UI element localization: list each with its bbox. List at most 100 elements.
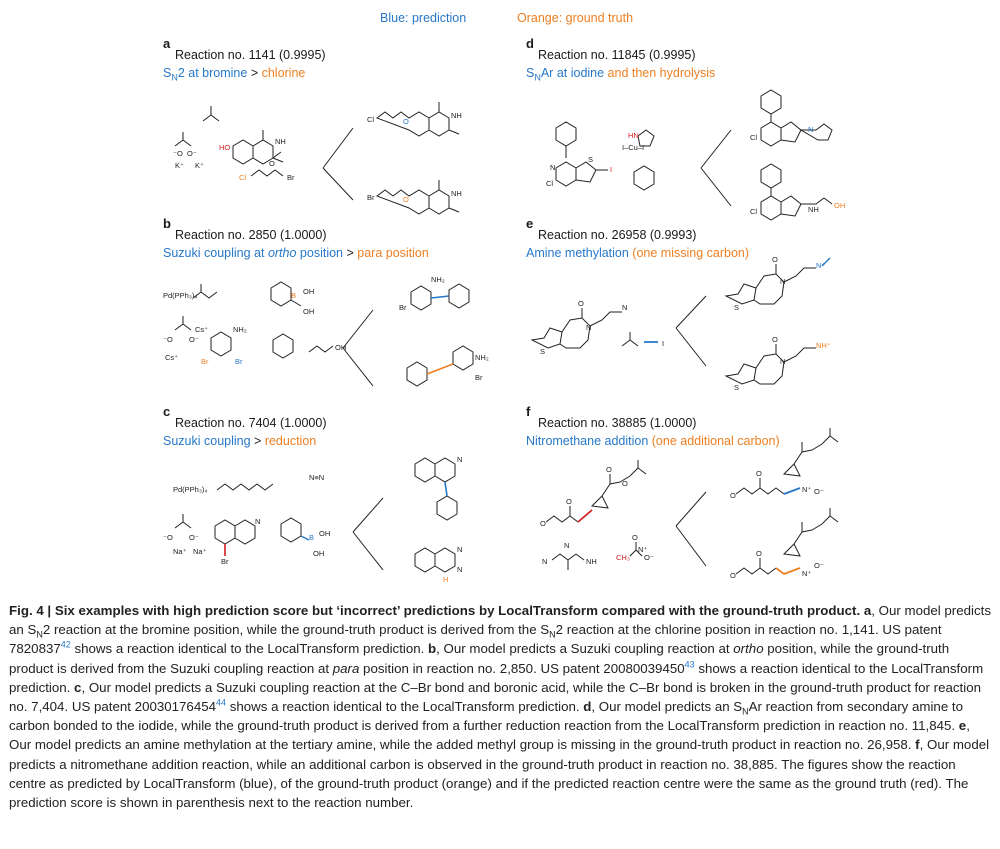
panel-b: b Reaction no. 2850 (1.0000) Suzuki coup… xyxy=(163,216,633,401)
svg-text:N⁺: N⁺ xyxy=(638,545,647,554)
svg-text:O: O xyxy=(772,255,778,264)
svg-text:HN: HN xyxy=(628,131,639,140)
svg-text:Cl: Cl xyxy=(750,207,757,216)
svg-text:Cs⁺: Cs⁺ xyxy=(165,353,178,362)
svg-text:O: O xyxy=(730,491,736,500)
svg-text:NH₂: NH₂ xyxy=(233,325,247,334)
panel-d: d Reaction no. 11845 (0.9995) SNAr at io… xyxy=(526,36,996,221)
panel-label: c xyxy=(163,404,171,419)
svg-text:S: S xyxy=(734,303,739,312)
svg-text:I–Cu–I: I–Cu–I xyxy=(622,143,644,152)
reaction-scheme: Pd(PPh₃)₄ N≡N ⁻O O⁻ Na⁺ Na⁺ N Br B OH OH… xyxy=(163,455,462,584)
panel-label: f xyxy=(526,404,531,419)
citation-ref[interactable]: 43 xyxy=(684,659,695,670)
svg-text:B: B xyxy=(291,291,296,300)
reaction-scheme: S O N N I S O N N⁺ S O N NH⁺ xyxy=(530,255,831,392)
panel-e: e Reaction no. 26958 (0.9993) Amine meth… xyxy=(526,216,996,401)
reaction-title: Reaction no. 11845 (0.9995) xyxy=(538,48,696,62)
svg-text:O⁻: O⁻ xyxy=(189,533,199,542)
svg-text:Pd(PPh₃)₄: Pd(PPh₃)₄ xyxy=(173,485,207,494)
svg-text:O⁻: O⁻ xyxy=(189,335,199,344)
svg-text:Na⁺: Na⁺ xyxy=(173,547,187,556)
svg-text:N⁺: N⁺ xyxy=(802,569,811,578)
svg-text:O: O xyxy=(403,195,409,204)
reaction-subtitle: SN2 at bromine > chlorine xyxy=(163,66,306,83)
citation-ref[interactable]: 42 xyxy=(60,639,71,650)
svg-text:Br: Br xyxy=(367,193,375,202)
reaction-title: Reaction no. 7404 (1.0000) xyxy=(175,416,327,430)
svg-text:Br: Br xyxy=(235,357,243,366)
svg-text:N: N xyxy=(808,125,813,134)
reaction-scheme: ⁻O O⁻ K⁺ K⁺ HO NH O Cl Br Cl O NH Br O N… xyxy=(173,102,462,215)
svg-text:O: O xyxy=(269,159,275,168)
svg-text:O: O xyxy=(772,335,778,344)
svg-text:O⁻: O⁻ xyxy=(814,487,824,496)
panel-label: e xyxy=(526,216,534,231)
panel-f: f Reaction no. 38885 (1.0000) Nitrometha… xyxy=(526,404,996,589)
svg-text:N: N xyxy=(780,277,785,286)
svg-text:NH: NH xyxy=(451,189,462,198)
svg-text:N: N xyxy=(550,163,555,172)
svg-text:O⁻: O⁻ xyxy=(814,561,824,570)
reaction-title: Reaction no. 38885 (1.0000) xyxy=(538,416,697,430)
svg-text:N: N xyxy=(586,323,591,332)
svg-text:Br: Br xyxy=(221,557,229,566)
svg-text:OH: OH xyxy=(303,307,314,316)
svg-text:Na⁺: Na⁺ xyxy=(193,547,207,556)
panel-label: d xyxy=(526,36,534,51)
citation-ref[interactable]: 44 xyxy=(216,697,227,708)
reaction-subtitle: Nitromethane addition (one additional ca… xyxy=(526,434,780,448)
svg-text:NH: NH xyxy=(275,137,286,146)
reaction-subtitle: Suzuki coupling > reduction xyxy=(163,434,317,448)
reaction-title: Reaction no. 2850 (1.0000) xyxy=(175,228,327,242)
svg-text:S: S xyxy=(588,155,593,164)
svg-text:O: O xyxy=(632,533,638,542)
reaction-title: Reaction no. 1141 (0.9995) xyxy=(175,48,326,62)
panel-label: b xyxy=(163,216,171,231)
panel-c: c Reaction no. 7404 (1.0000) Suzuki coup… xyxy=(163,404,633,589)
svg-text:O⁻: O⁻ xyxy=(187,149,197,158)
svg-text:OH: OH xyxy=(313,549,324,558)
svg-text:N: N xyxy=(457,565,462,574)
svg-text:N: N xyxy=(255,517,260,526)
reaction-scheme: Cl N S I I–Cu–I HN Cl N Cl OH NH xyxy=(546,89,845,221)
svg-text:NH: NH xyxy=(808,205,819,214)
svg-text:Cl: Cl xyxy=(750,133,757,142)
svg-text:O: O xyxy=(622,479,628,488)
svg-text:O: O xyxy=(540,519,546,528)
svg-text:Pd(PPh₃)₄: Pd(PPh₃)₄ xyxy=(163,291,197,300)
caption-title: Fig. 4 | Six examples with high predicti… xyxy=(9,603,861,618)
svg-text:O: O xyxy=(578,299,584,308)
svg-text:OH: OH xyxy=(319,529,330,538)
reaction-scheme: Pd(PPh₃)₄ ⁻O O⁻ Cs⁺ Cs⁺ NH₂ Br Br B OH O… xyxy=(163,275,489,387)
svg-text:Cl: Cl xyxy=(546,179,553,188)
svg-text:CH₃: CH₃ xyxy=(616,553,630,562)
svg-text:N⁺: N⁺ xyxy=(802,485,811,494)
legend-prediction: Blue: prediction xyxy=(380,11,467,25)
panel-a: a Reaction no. 1141 (0.9995) SN2 at brom… xyxy=(163,36,633,221)
reaction-subtitle: Suzuki coupling at ortho position > para… xyxy=(163,246,429,260)
svg-text:Cl: Cl xyxy=(239,173,246,182)
svg-text:HO: HO xyxy=(219,143,230,152)
svg-text:Br: Br xyxy=(399,303,407,312)
svg-text:N: N xyxy=(780,357,785,366)
svg-text:S: S xyxy=(734,383,739,392)
svg-text:Cs⁺: Cs⁺ xyxy=(195,325,208,334)
svg-text:H: H xyxy=(443,575,448,584)
svg-text:S: S xyxy=(540,347,545,356)
reaction-subtitle: Amine methylation (one missing carbon) xyxy=(526,246,750,260)
svg-text:Br: Br xyxy=(287,173,295,182)
svg-text:Br: Br xyxy=(201,357,209,366)
svg-text:OH: OH xyxy=(834,201,845,210)
svg-text:OH: OH xyxy=(303,287,314,296)
svg-text:O: O xyxy=(403,117,409,126)
svg-text:NH: NH xyxy=(451,111,462,120)
svg-text:N: N xyxy=(622,303,627,312)
reaction-scheme: O O O O N NH N CH₃ O N⁺ O⁻ O O N⁺ O⁻ O O… xyxy=(540,428,839,580)
svg-text:I: I xyxy=(662,339,664,348)
svg-text:Cl: Cl xyxy=(367,115,374,124)
svg-text:K⁺: K⁺ xyxy=(175,161,184,170)
svg-text:NH: NH xyxy=(586,557,597,566)
svg-text:N⁺: N⁺ xyxy=(816,261,825,270)
svg-text:⁻O: ⁻O xyxy=(163,335,173,344)
